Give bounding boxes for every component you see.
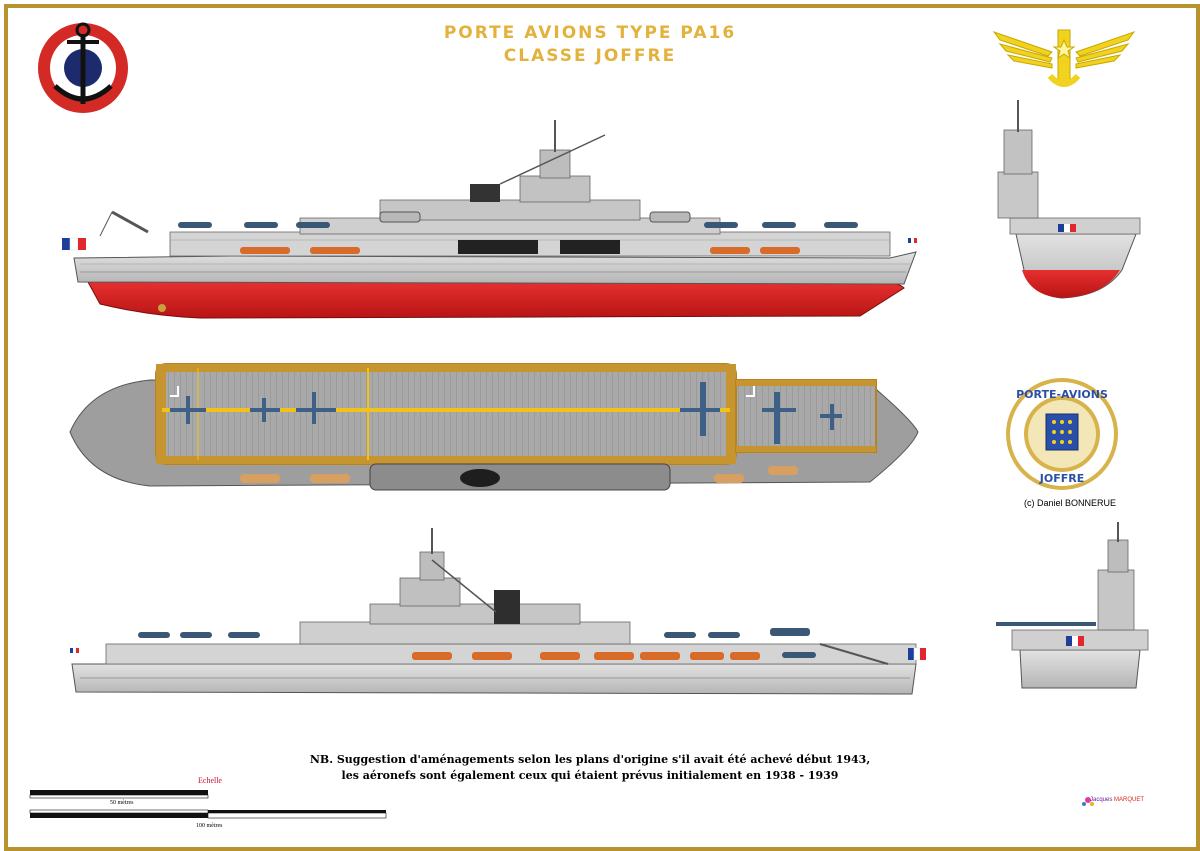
note-line-1: NB. Suggestion d'aménagements selon les …: [309, 753, 871, 766]
scale-title: Echelle: [198, 776, 222, 785]
copyright-credit: (c) Daniel BONNERUE: [1024, 498, 1117, 508]
author-signature: Jacques MARQUET: [1090, 797, 1144, 803]
aircraft-icon: [170, 382, 842, 444]
title-line-1: PORTE AVIONS TYPE PA16: [443, 23, 737, 43]
design-note: NB. Suggestion d'aménagements selon les …: [300, 752, 880, 784]
ship-badge-icon: PORTE-AVIONS JOFFRE: [1006, 378, 1118, 490]
scale-bars: [29, 790, 387, 819]
side-view-starboard: [62, 120, 917, 319]
rear-view: [996, 522, 1149, 689]
scale-label-100: 100 mètres: [196, 823, 223, 829]
note-line-2: les aéronefs sont également ceux qui éta…: [341, 769, 839, 782]
side-view-port: [70, 528, 926, 695]
signature-icon: [1082, 797, 1094, 806]
plan-view: [69, 363, 919, 491]
title-line-2: CLASSE JOFFRE: [503, 46, 677, 66]
scale-label-50: 50 mètres: [110, 800, 134, 806]
badge-top-text: PORTE-AVIONS: [1016, 388, 1108, 401]
roundel-anchor-icon: [38, 22, 128, 113]
author-last-name: MARQUET: [1114, 797, 1145, 803]
author-first-name: Jacques: [1090, 797, 1113, 803]
front-view: [997, 100, 1141, 299]
french-flag-icon: [62, 237, 86, 251]
aviation-wings-icon: [992, 29, 1136, 87]
badge-bottom-text: JOFFRE: [1039, 472, 1084, 485]
drawing-title: PORTE AVIONS TYPE PA16 CLASSE JOFFRE: [380, 22, 800, 68]
